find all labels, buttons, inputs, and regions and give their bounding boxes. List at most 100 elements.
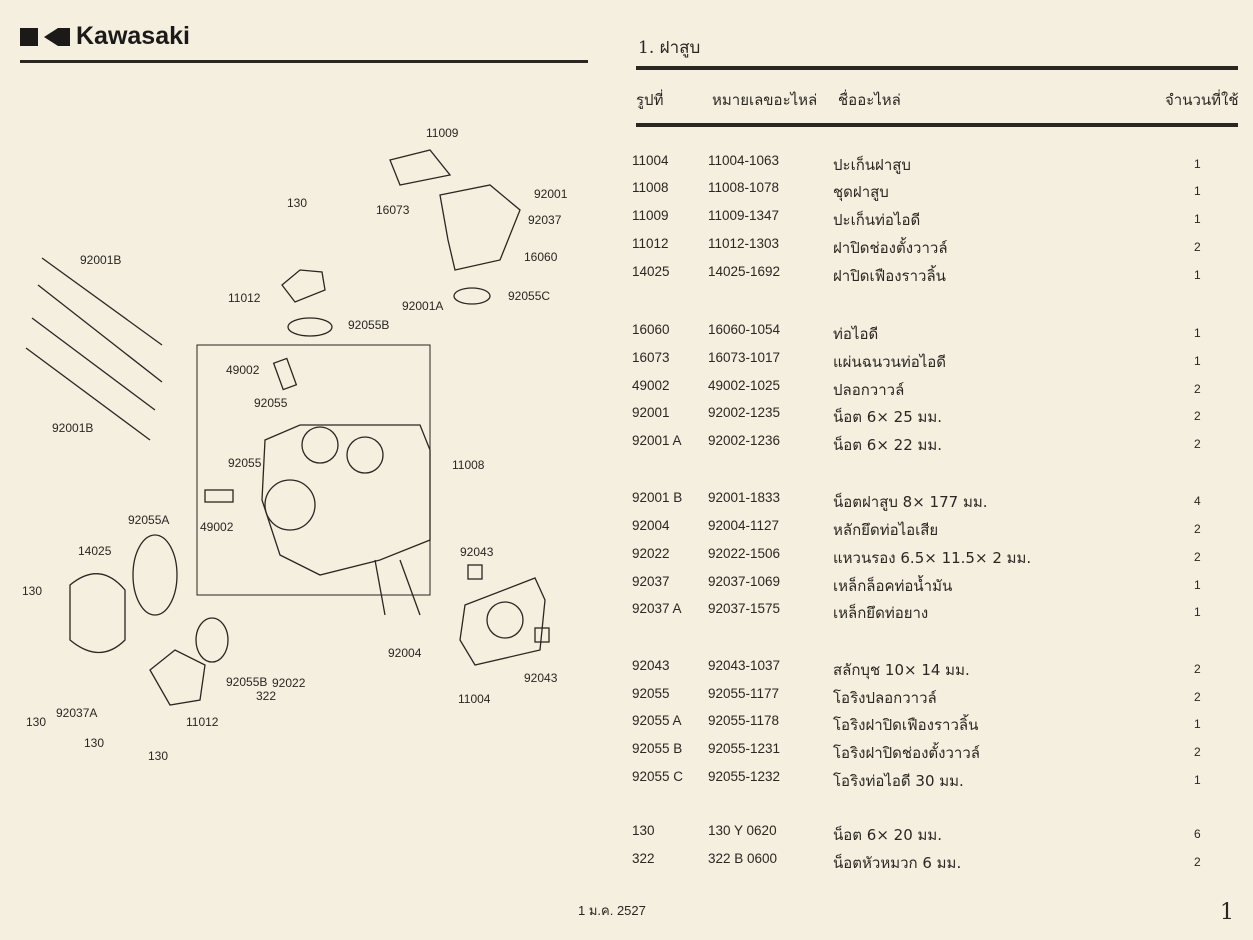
tappet-cover-shape [69,572,126,653]
callout-label: 92043 [460,545,494,559]
part-name-cell: ปลอกวาวล์ [833,381,905,399]
callout-label: 130 [84,736,104,750]
callout-label: 16073 [376,203,410,217]
table-row: 16073 16073-1017 แผ่นฉนวนท่อไอดี 1 [0,350,1253,371]
qty-cell: 1 [1194,773,1201,787]
header-rule-top [636,66,1238,70]
callout-label: 92055B [348,318,389,332]
part-no-cell: 92001-1833 [708,490,781,505]
part-name-cell: สลักบุช 10× 14 มม. [833,661,970,679]
qty-cell: 1 [1194,157,1201,171]
callout-label: 92001A [402,299,443,313]
fig-cell: 92037 A [632,601,682,616]
qty-cell: 2 [1194,409,1201,423]
qty-cell: 2 [1194,382,1201,396]
callout-label: 92001B [80,253,121,267]
part-no-cell: 92002-1236 [708,433,781,448]
fig-cell: 92055 [632,686,670,701]
callout-label: 130 [26,715,46,729]
part-name-cell: โอริงปลอกวาวล์ [833,689,937,707]
callout-label: 130 [287,196,307,210]
part-no-cell: 16073-1017 [708,350,781,365]
part-no-cell: 92043-1037 [708,658,781,673]
page-number: 1 [1220,900,1234,925]
callout-label: 92055B [226,675,267,689]
callout-label: 11008 [452,458,485,472]
part-no-cell: 130 Y 0620 [708,823,777,838]
cylinder-head-frame [196,344,431,596]
callout-label: 92055 [228,456,262,470]
col-header-fig: รูปที่ [636,91,664,109]
qty-cell: 1 [1194,578,1201,592]
fig-cell: 11004 [632,153,669,168]
callout-label: 11009 [426,126,459,140]
part-name-cell: น็อต 6× 22 มม. [833,436,943,454]
callout-label: 130 [22,584,42,598]
qty-cell: 2 [1194,437,1201,451]
logo-river-mark-icon [44,27,70,46]
brand-name: Kawasaki [76,22,190,50]
footer-date: 1 ม.ค. 2527 [578,903,646,918]
part-name-cell: ท่อไอดี [833,325,879,343]
cylinder-head-shape [261,424,431,576]
part-name-cell: แหวนรอง 6.5× 11.5× 2 มม. [833,549,1032,567]
part-name-cell: ปะเก็นท่อไอดี [833,211,921,229]
fig-cell: 92001 [632,405,670,420]
part-name-cell: แผ่นฉนวนท่อไอดี [833,353,947,371]
callout-label: 16060 [524,250,558,264]
fig-cell: 92001 B [632,490,683,505]
table-row: 92001 A 92002-1236 น็อต 6× 22 มม. 2 [0,433,1253,454]
qty-cell: 2 [1194,550,1201,564]
part-name-cell: น็อตหัวหมวก 6 มม. [833,854,962,872]
part-no-cell: 92037-1069 [708,574,781,589]
part-no-cell: 92055-1177 [708,686,780,701]
part-name-cell: เหล็กยึดท่อยาง [833,604,929,622]
callout-label: 92055A [128,513,169,527]
qty-cell: 1 [1194,326,1201,340]
fig-cell: 92055 B [632,741,683,756]
part-no-cell: 92037-1575 [708,601,781,616]
callout-label: 322 [256,689,276,703]
part-no-cell: 92055-1232 [708,769,781,784]
part-no-cell: 92055-1178 [708,713,780,728]
part-no-cell: 11008-1078 [708,180,780,195]
part-name-cell: ฝาปิดช่องตั้งวาวล์ [833,239,948,257]
qty-cell: 2 [1194,855,1201,869]
kawasaki-logo: Kawasaki [20,22,190,51]
part-name-cell: น็อต 6× 20 มม. [833,826,943,844]
callout-label: 92037 [528,213,562,227]
part-name-cell: ชุดฝาสูบ [833,183,889,201]
part-no-cell: 11004-1063 [708,153,780,168]
callout-label: 92037A [56,706,97,720]
col-header-name: ชื่ออะไหล่ [838,91,901,109]
fig-cell: 130 [632,823,655,838]
callout-label: 92004 [388,646,422,660]
fig-cell: 16073 [632,350,670,365]
qty-cell: 1 [1194,354,1201,368]
fig-cell: 16060 [632,322,670,337]
head-gasket-shape [459,577,546,666]
callout-label: 130 [148,749,168,763]
part-no-cell: 92004-1127 [708,518,780,533]
qty-cell: 1 [1194,184,1201,198]
part-name-cell: โอริงท่อไอดี 30 มม. [833,772,964,790]
qty-cell: 2 [1194,240,1201,254]
fig-cell: 92001 A [632,433,682,448]
header-rule-bottom [636,123,1238,127]
callout-label: 11012 [228,291,261,305]
callout-label: 11012 [186,715,219,729]
